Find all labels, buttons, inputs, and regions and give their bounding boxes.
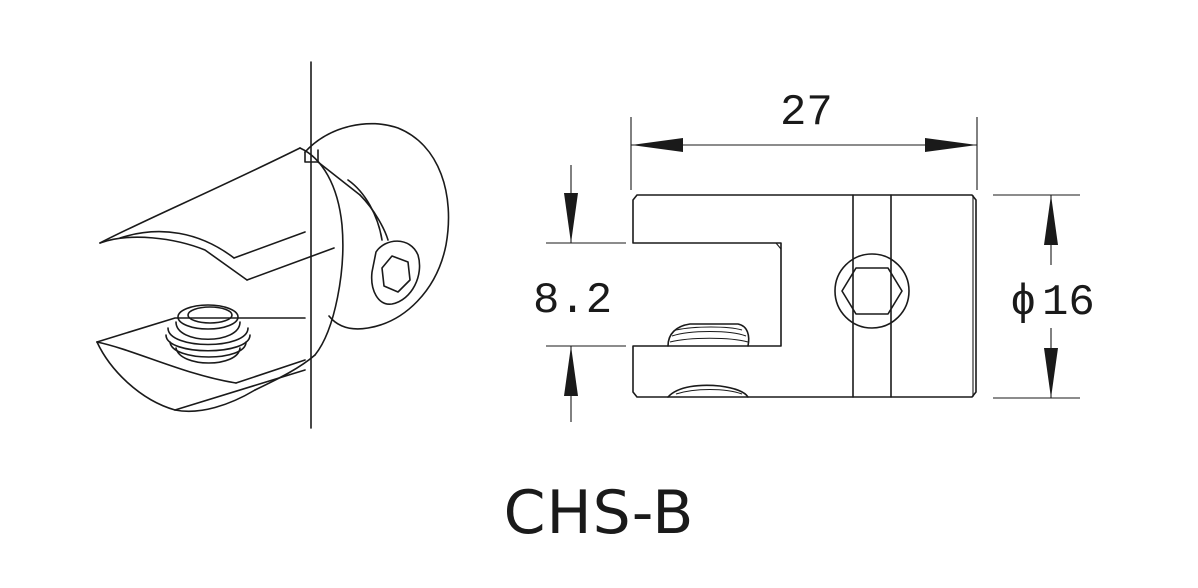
clamp-isometric-icon (96, 61, 450, 429)
dimension-opening: 8.2 (533, 276, 612, 326)
hex-socket-icon (834, 253, 910, 329)
dimension-diameter: 16 (1042, 278, 1095, 328)
model-label: CHS-B (503, 478, 695, 548)
dimension-diameter-symbol: ϕ (1010, 278, 1036, 328)
clamp-side-view-icon: 27 8.2 ϕ 16 (533, 88, 1095, 422)
dimension-length: 27 (780, 88, 833, 138)
